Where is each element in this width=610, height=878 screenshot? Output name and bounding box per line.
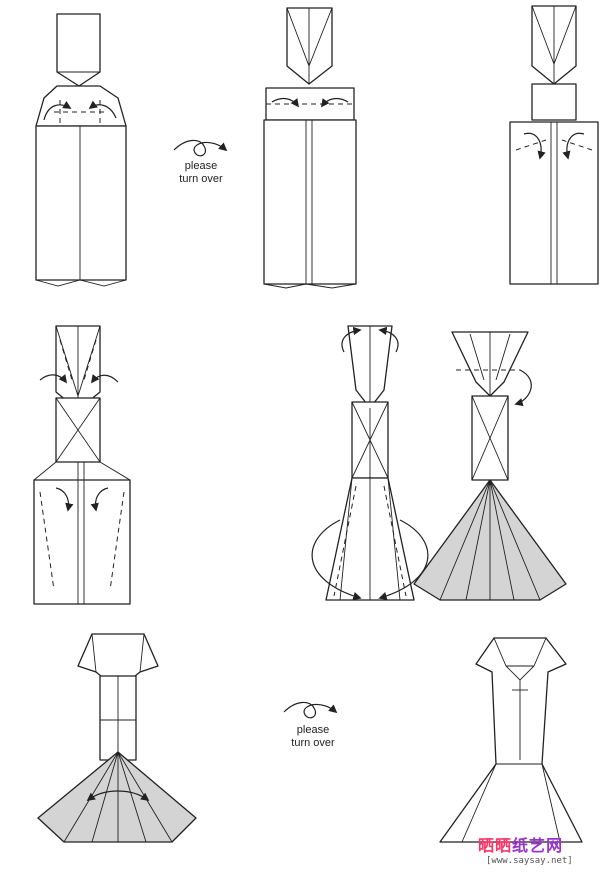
turn-over-note-1-line-2: turn over [179, 173, 223, 185]
turn-over-note-1: please turn over [166, 160, 236, 186]
turn-over-note-2-line-1: please [296, 724, 330, 736]
watermark-url: [www.saysay.net] [486, 856, 573, 866]
watermark-char: 纸 [512, 836, 530, 855]
step-1-diagram [35, 13, 127, 287]
step-2-diagram [263, 7, 357, 289]
turn-over-arrow-1 [173, 139, 228, 157]
watermark-site-name: 晒晒纸艺网 [478, 832, 563, 856]
step-3-diagram [509, 5, 599, 285]
turn-over-note-2-line-2: turn over [291, 737, 335, 749]
step-5-diagram [311, 325, 429, 601]
watermark-char: 艺 [529, 836, 547, 855]
turn-over-note-1-line-1: please [184, 160, 218, 172]
turn-over-arrow-2 [283, 701, 338, 719]
watermark-char: 晒 [495, 836, 513, 855]
watermark-char: 晒 [478, 836, 496, 855]
step-8-finished-dress [439, 637, 583, 843]
step-4-diagram [33, 325, 131, 605]
watermark-char: 网 [546, 836, 564, 855]
step-7-diagram [37, 633, 197, 843]
step-6-diagram [413, 331, 567, 601]
turn-over-note-2: please turn over [278, 724, 348, 750]
